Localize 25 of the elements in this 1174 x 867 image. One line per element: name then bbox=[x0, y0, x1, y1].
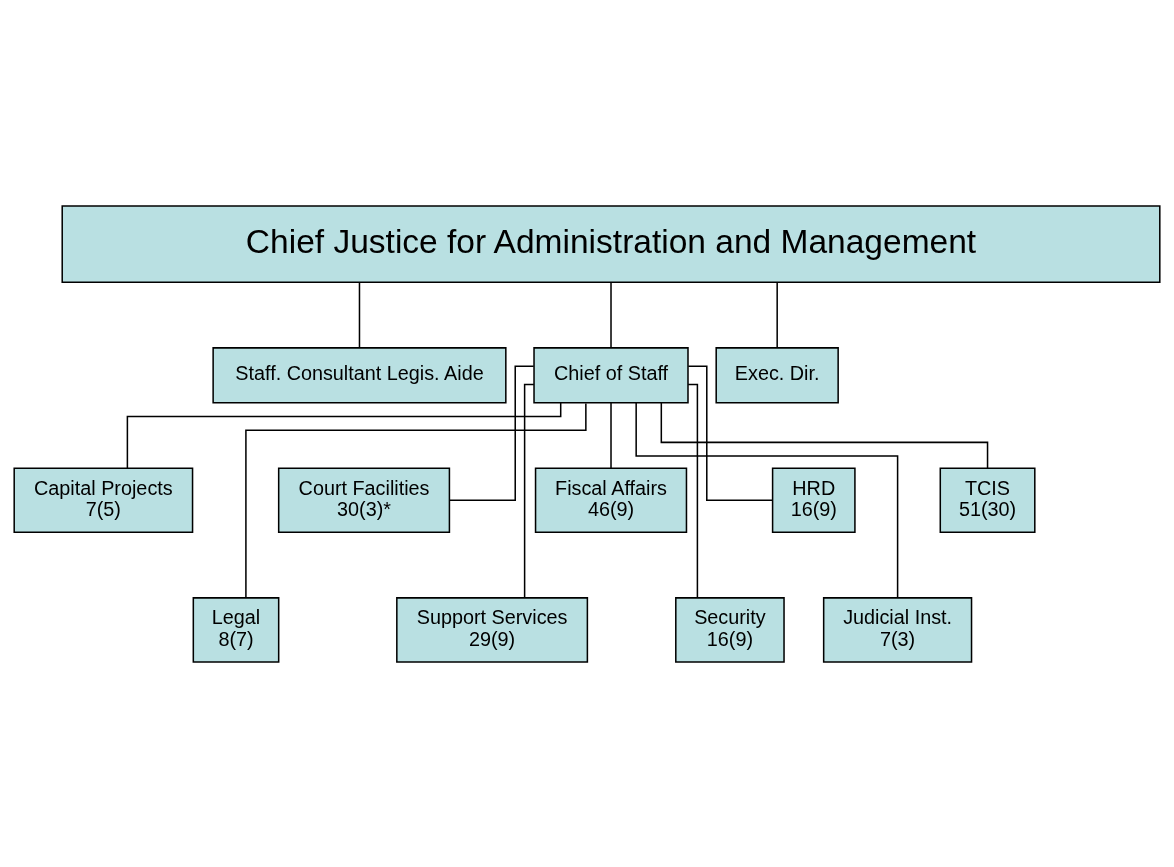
connector bbox=[610, 281, 612, 348]
connector bbox=[449, 364, 535, 501]
node-box: Security 16(9) bbox=[675, 596, 785, 663]
connector bbox=[610, 401, 612, 469]
connector bbox=[245, 402, 587, 599]
node-box: Judicial Inst. 7(3) bbox=[822, 596, 973, 663]
connector bbox=[776, 281, 778, 348]
node-box: Staff. Consultant Legis. Aide bbox=[212, 346, 507, 403]
node-box: Chief of Staff bbox=[533, 346, 689, 403]
node-box: Court Facilities 30(3)* bbox=[277, 467, 451, 533]
connector bbox=[523, 383, 535, 599]
node-box: Legal 8(7) bbox=[192, 596, 280, 663]
connector bbox=[358, 281, 361, 348]
connector bbox=[660, 401, 989, 469]
connector bbox=[635, 401, 899, 598]
connector bbox=[687, 364, 773, 501]
node-box: Capital Projects 7(5) bbox=[13, 467, 194, 533]
node-box: Fiscal Affairs 46(9) bbox=[534, 467, 688, 533]
node-box: HRD 16(9) bbox=[771, 467, 856, 533]
node-box: Exec. Dir. bbox=[715, 346, 839, 403]
connector bbox=[126, 401, 562, 469]
node-box: TCIS 51(30) bbox=[939, 467, 1036, 533]
node-box: Chief Justice for Administration and Management bbox=[61, 204, 1161, 283]
connector bbox=[687, 383, 699, 599]
node-box: Support Services 29(9) bbox=[396, 596, 589, 663]
